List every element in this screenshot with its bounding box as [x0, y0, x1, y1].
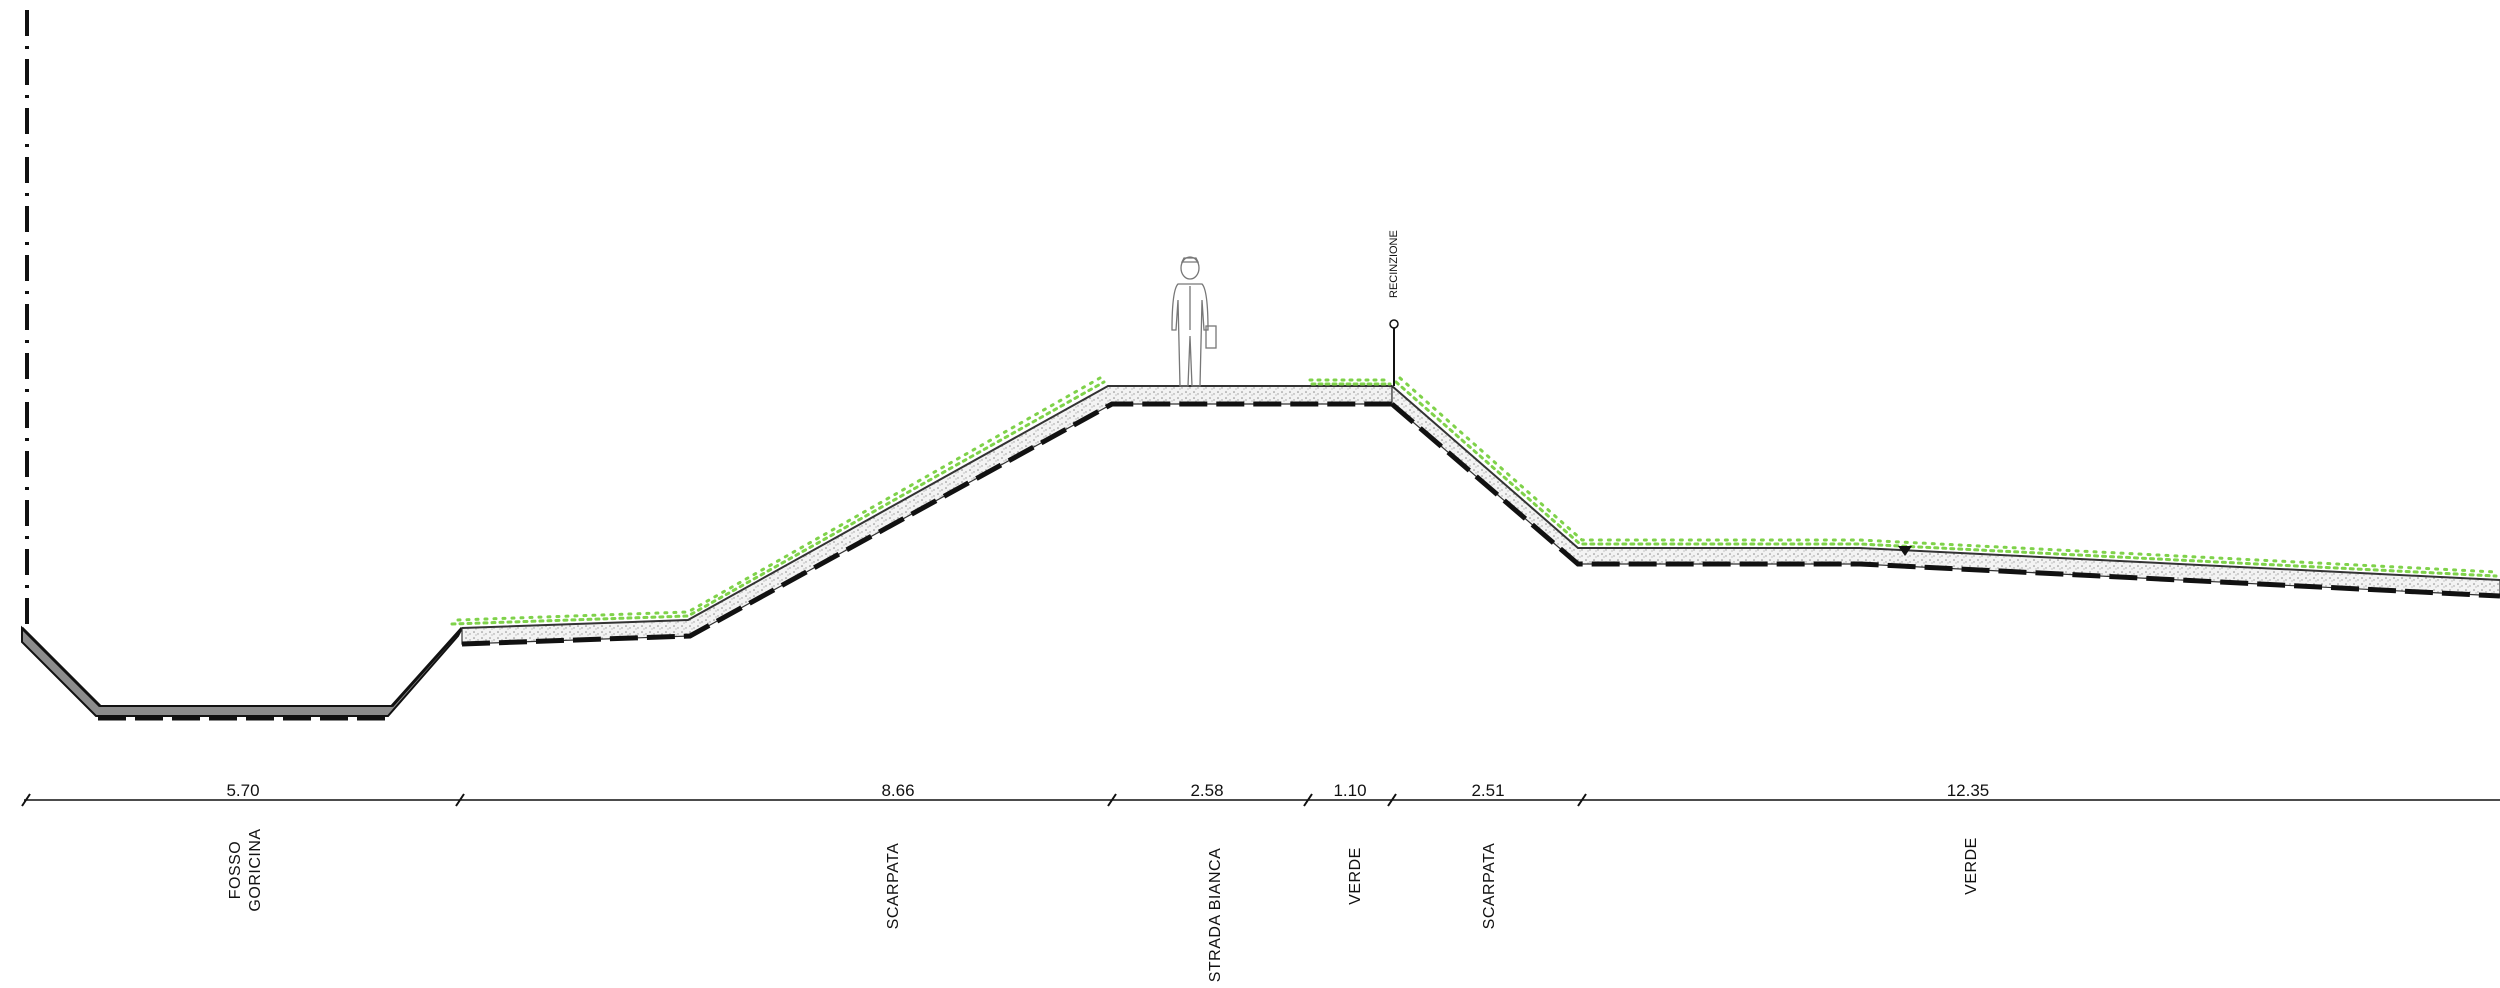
dimension-value: 12.35 [1947, 781, 1990, 800]
left-embankment [461, 385, 1393, 647]
dimension-value: 1.10 [1333, 781, 1366, 800]
fence-label: RECINZIONE [1388, 230, 1400, 298]
segment-label: SCARPATA [1481, 843, 1498, 930]
segment-label: SCARPATA [885, 843, 902, 930]
segment-label: FOSSO [227, 841, 244, 900]
dimension-value: 8.66 [881, 781, 914, 800]
dimension-value: 5.70 [226, 781, 259, 800]
dimension-value: 2.58 [1190, 781, 1223, 800]
segment-label: STRADA BIANCA [1207, 848, 1224, 983]
level-marker-icon [1898, 546, 1912, 556]
dimension-line [21, 793, 2500, 807]
right-embankment [1390, 384, 2500, 599]
ditch-lining [20, 625, 464, 721]
segment-label: VERDE [1347, 847, 1364, 905]
fence-post [1389, 319, 1399, 386]
grass-cover [450, 376, 2498, 626]
person-figure-icon [1171, 256, 1217, 387]
segment-label: VERDE [1963, 837, 1980, 895]
dimension-value: 2.51 [1471, 781, 1504, 800]
segment-label: GORICINA [247, 828, 264, 911]
